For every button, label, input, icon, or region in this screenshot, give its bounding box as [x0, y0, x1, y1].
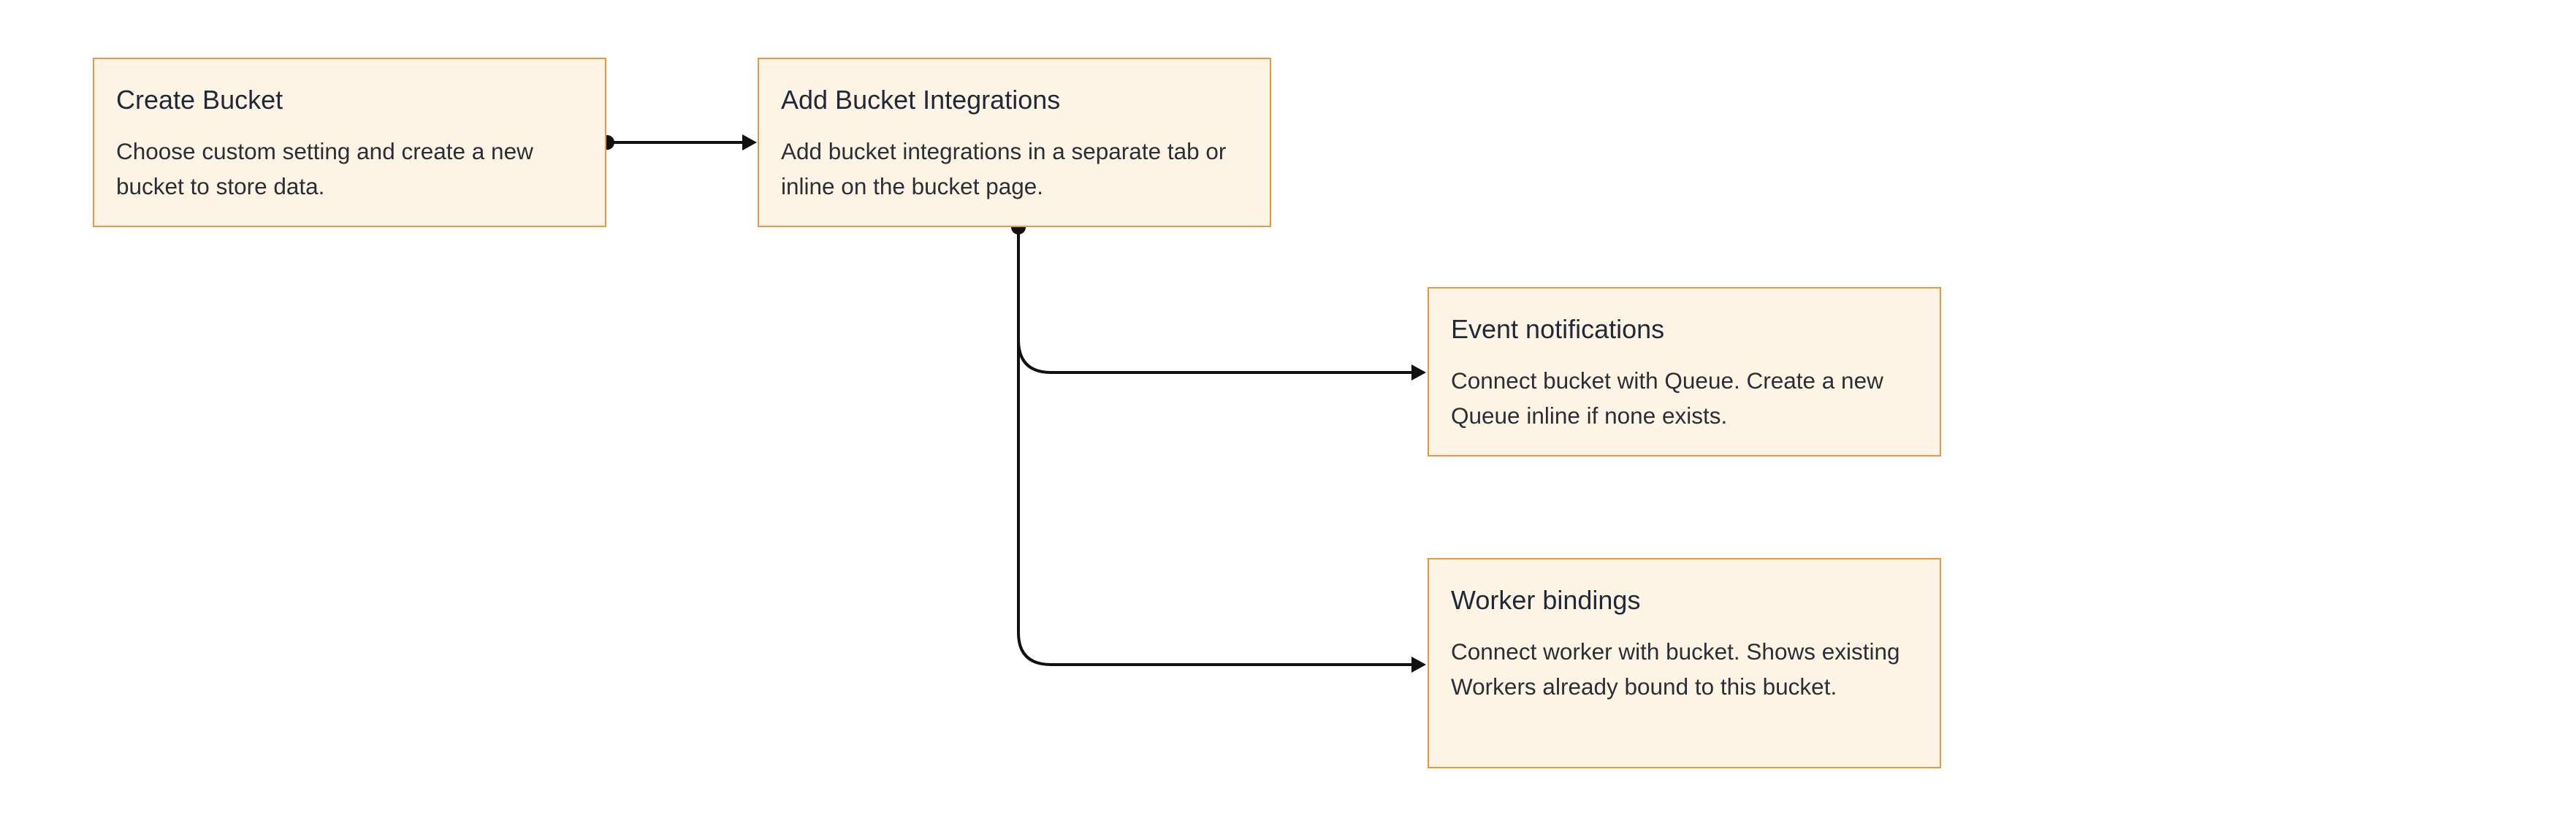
node-title: Add Bucket Integrations	[781, 85, 1061, 115]
node-description: Connect bucket with Queue. Create a new …	[1451, 367, 1883, 429]
node-event-notifications: Event notifications Connect bucket with …	[1428, 287, 1941, 456]
node-description: Choose custom setting and create a new b…	[116, 138, 533, 199]
node-title: Event notifications	[1451, 314, 1665, 344]
edge-integrations-to-workers-line	[1017, 340, 1414, 666]
edge-integrations-to-events-line	[1017, 227, 1414, 374]
node-add-bucket-integrations: Add Bucket Integrations Add bucket integ…	[758, 58, 1271, 227]
node-description: Add bucket integrations in a separate ta…	[781, 138, 1227, 199]
node-description: Connect worker with bucket. Shows existi…	[1451, 638, 1900, 700]
node-create-bucket: Create Bucket Choose custom setting and …	[93, 58, 606, 227]
node-title: Create Bucket	[116, 85, 283, 115]
node-title: Worker bindings	[1451, 585, 1641, 615]
edge-integrations-to-workers-arrowhead	[1411, 657, 1426, 673]
edge-create-to-integrations-arrowhead	[742, 134, 757, 150]
edge-integrations-to-events-arrowhead	[1411, 364, 1426, 381]
node-worker-bindings: Worker bindings Connect worker with buck…	[1428, 558, 1941, 768]
